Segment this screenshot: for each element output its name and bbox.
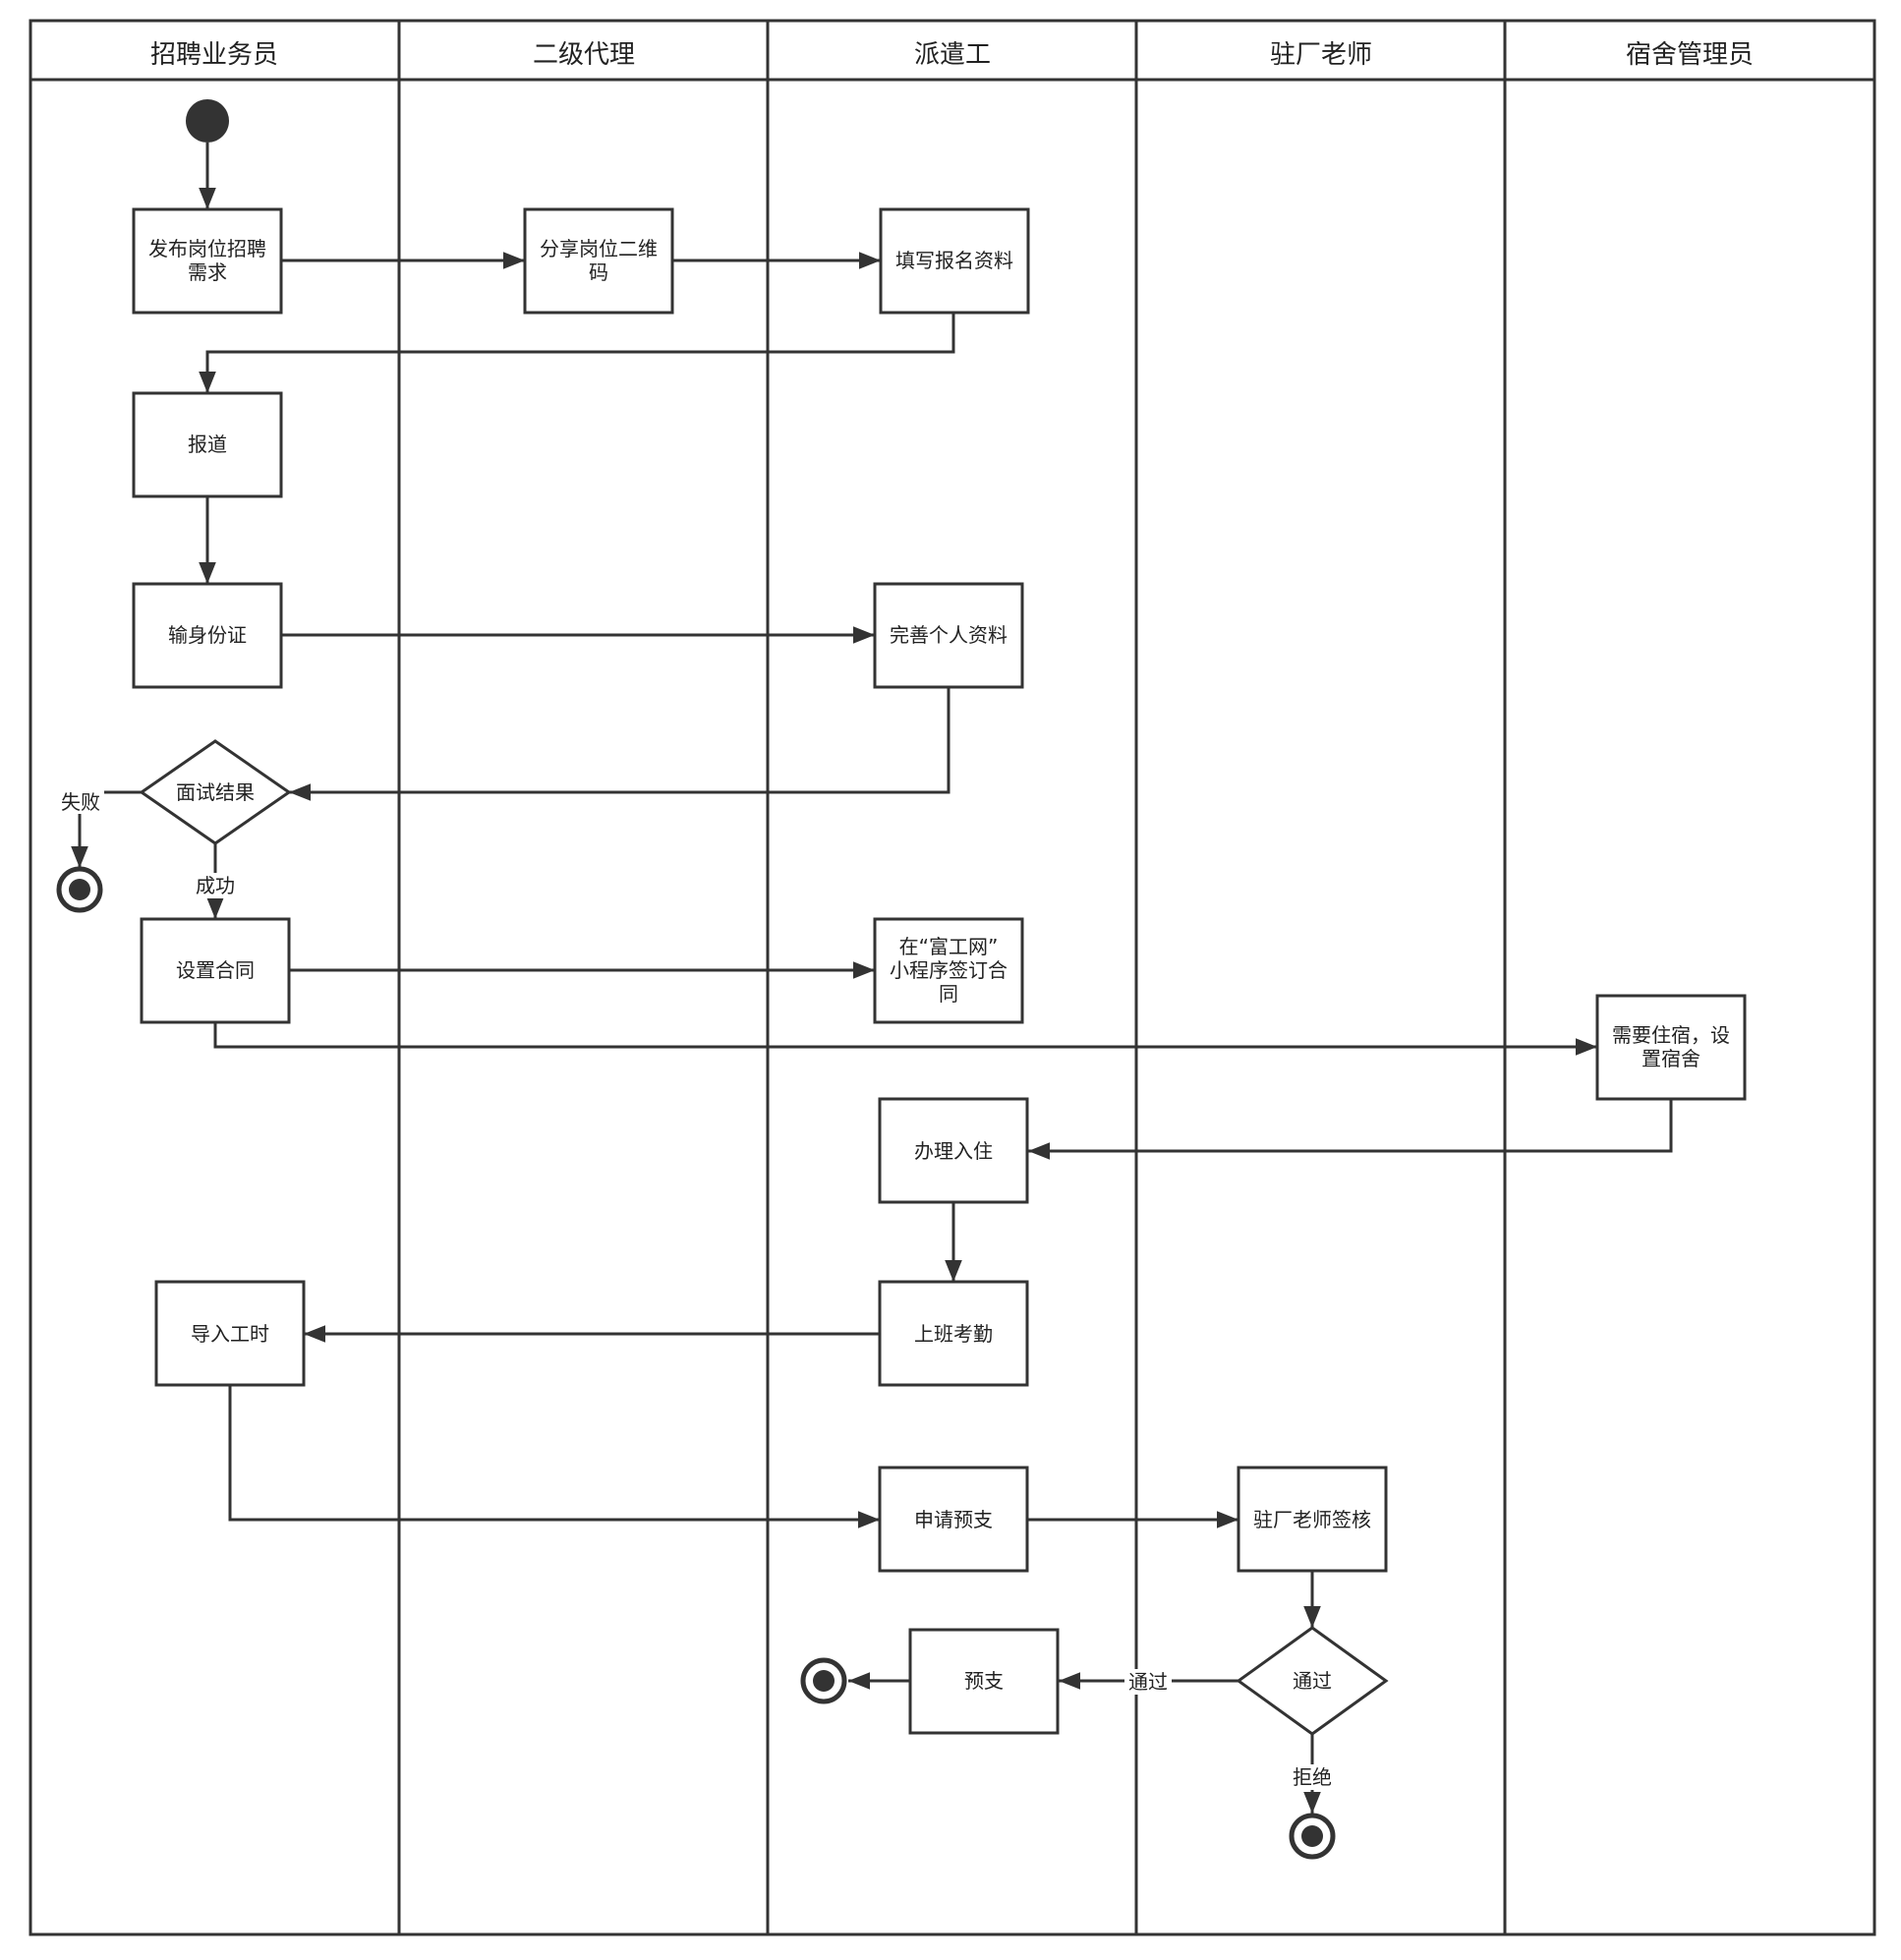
end-node-advance bbox=[800, 1657, 847, 1704]
lane-titles: 招聘业务员 二级代理 派遣工 驻厂老师 宿舍管理员 bbox=[150, 40, 1754, 70]
node-label-import-hours: 导入工时 bbox=[191, 1322, 269, 1346]
node-label-line: 报道 bbox=[188, 432, 227, 456]
node-label-line: 导入工时 bbox=[191, 1322, 269, 1346]
lane-title-sub-agent: 二级代理 bbox=[533, 40, 635, 70]
lane-title-factory-teacher: 驻厂老师 bbox=[1270, 40, 1372, 70]
node-label-publish: 发布岗位招聘需求 bbox=[148, 237, 266, 284]
edge-label-reject: 拒绝 bbox=[1293, 1765, 1332, 1789]
node-label-complete-info: 完善个人资料 bbox=[890, 623, 1008, 647]
node-label-line: 小程序签订合 bbox=[890, 958, 1008, 982]
lane-title-dispatch-worker: 派遣工 bbox=[914, 40, 991, 70]
node-publish-box bbox=[132, 207, 283, 315]
node-enter-id-box bbox=[132, 582, 283, 689]
node-label-line: 码 bbox=[589, 260, 608, 284]
node-label-teacher-review: 驻厂老师签核 bbox=[1253, 1508, 1371, 1531]
node-label-report: 报道 bbox=[188, 432, 227, 456]
node-label-line: 发布岗位招聘 bbox=[148, 237, 266, 260]
node-label-line: 申请预支 bbox=[914, 1508, 993, 1531]
node-label-apply-advance: 申请预支 bbox=[914, 1508, 993, 1531]
node-label-fill-info: 填写报名资料 bbox=[895, 249, 1013, 272]
node-attendance-box bbox=[878, 1280, 1029, 1387]
node-label-line: 驻厂老师签核 bbox=[1253, 1508, 1371, 1531]
edge-label-pass: 通过 bbox=[1128, 1670, 1168, 1694]
node-import-hours-box bbox=[154, 1280, 306, 1387]
end-node-fail bbox=[56, 866, 103, 913]
node-apply-advance-box bbox=[878, 1466, 1029, 1573]
end-node-reject bbox=[1289, 1813, 1336, 1860]
node-label-line: 在“富工网” bbox=[899, 935, 999, 958]
node-label-line: 置宿舍 bbox=[1642, 1047, 1700, 1070]
node-label-line: 预支 bbox=[964, 1669, 1004, 1693]
node-label-interview: 面试结果 bbox=[176, 780, 255, 804]
edge-contract-to-dorm bbox=[213, 1022, 1597, 1056]
node-set-contract-box bbox=[140, 917, 291, 1024]
node-label-line: 面试结果 bbox=[176, 780, 255, 804]
terminals bbox=[56, 99, 1336, 1860]
node-sign-contract-box bbox=[873, 917, 1024, 1024]
edge-labels: 失败 成功 通过 拒绝 bbox=[57, 788, 1336, 1790]
node-label-line: 需要住宿，设 bbox=[1612, 1023, 1730, 1047]
node-approve-diamond bbox=[1236, 1626, 1389, 1736]
node-label-line: 上班考勤 bbox=[914, 1322, 993, 1346]
node-complete-info-box bbox=[873, 582, 1024, 689]
node-check-in-box bbox=[878, 1097, 1029, 1204]
node-label-line: 输身份证 bbox=[168, 623, 247, 647]
edge-label-bg-pass bbox=[1124, 1669, 1172, 1695]
node-label-attendance: 上班考勤 bbox=[914, 1322, 993, 1346]
edge-label-bg-reject bbox=[1289, 1764, 1336, 1790]
edge-complete-to-interview bbox=[289, 687, 950, 801]
node-advance-box bbox=[908, 1628, 1060, 1735]
edge-label-fail: 失败 bbox=[61, 790, 100, 814]
node-label-enter-id: 输身份证 bbox=[168, 623, 247, 647]
node-label-dorm: 需要住宿，设置宿舍 bbox=[1612, 1023, 1730, 1070]
node-fill-info-box bbox=[879, 207, 1030, 315]
node-label-share-qr: 分享岗位二维码 bbox=[540, 237, 658, 284]
node-label-line: 需求 bbox=[188, 260, 227, 284]
node-label-line: 填写报名资料 bbox=[895, 249, 1013, 272]
node-label-line: 分享岗位二维 bbox=[540, 237, 658, 260]
pool-border bbox=[29, 19, 1876, 1936]
edge-label-success: 成功 bbox=[196, 874, 235, 897]
node-share-qr-box bbox=[523, 207, 674, 315]
node-dorm-box bbox=[1595, 994, 1747, 1101]
node-label-approve: 通过 bbox=[1293, 1669, 1332, 1693]
node-label-advance: 预支 bbox=[964, 1669, 1004, 1693]
edge-fill-to-report bbox=[199, 313, 955, 393]
node-label-check-in: 办理入住 bbox=[914, 1139, 993, 1163]
node-label-line: 同 bbox=[939, 982, 958, 1006]
start-node bbox=[186, 99, 229, 143]
node-label-line: 完善个人资料 bbox=[890, 623, 1008, 647]
lane-title-recruiter: 招聘业务员 bbox=[150, 40, 278, 70]
node-label-line: 办理入住 bbox=[914, 1139, 993, 1163]
node-interview-diamond bbox=[139, 739, 292, 845]
node-label-sign-contract: 在“富工网”小程序签订合同 bbox=[890, 935, 1008, 1006]
node-label-line: 设置合同 bbox=[176, 958, 255, 982]
node-teacher-review-box bbox=[1237, 1466, 1388, 1573]
node-report-box bbox=[132, 391, 283, 498]
edge-dorm-to-checkin bbox=[1028, 1099, 1673, 1160]
edge-import-to-apply bbox=[228, 1386, 880, 1528]
edge-label-bg-fail bbox=[57, 788, 104, 814]
activity-nodes bbox=[132, 207, 1747, 1736]
edge-label-bg-success bbox=[192, 873, 239, 898]
node-label-line: 通过 bbox=[1293, 1669, 1332, 1693]
swimlane-pool bbox=[29, 19, 1876, 1936]
lane-title-dorm-manager: 宿舍管理员 bbox=[1626, 40, 1754, 70]
node-label-set-contract: 设置合同 bbox=[176, 958, 255, 982]
